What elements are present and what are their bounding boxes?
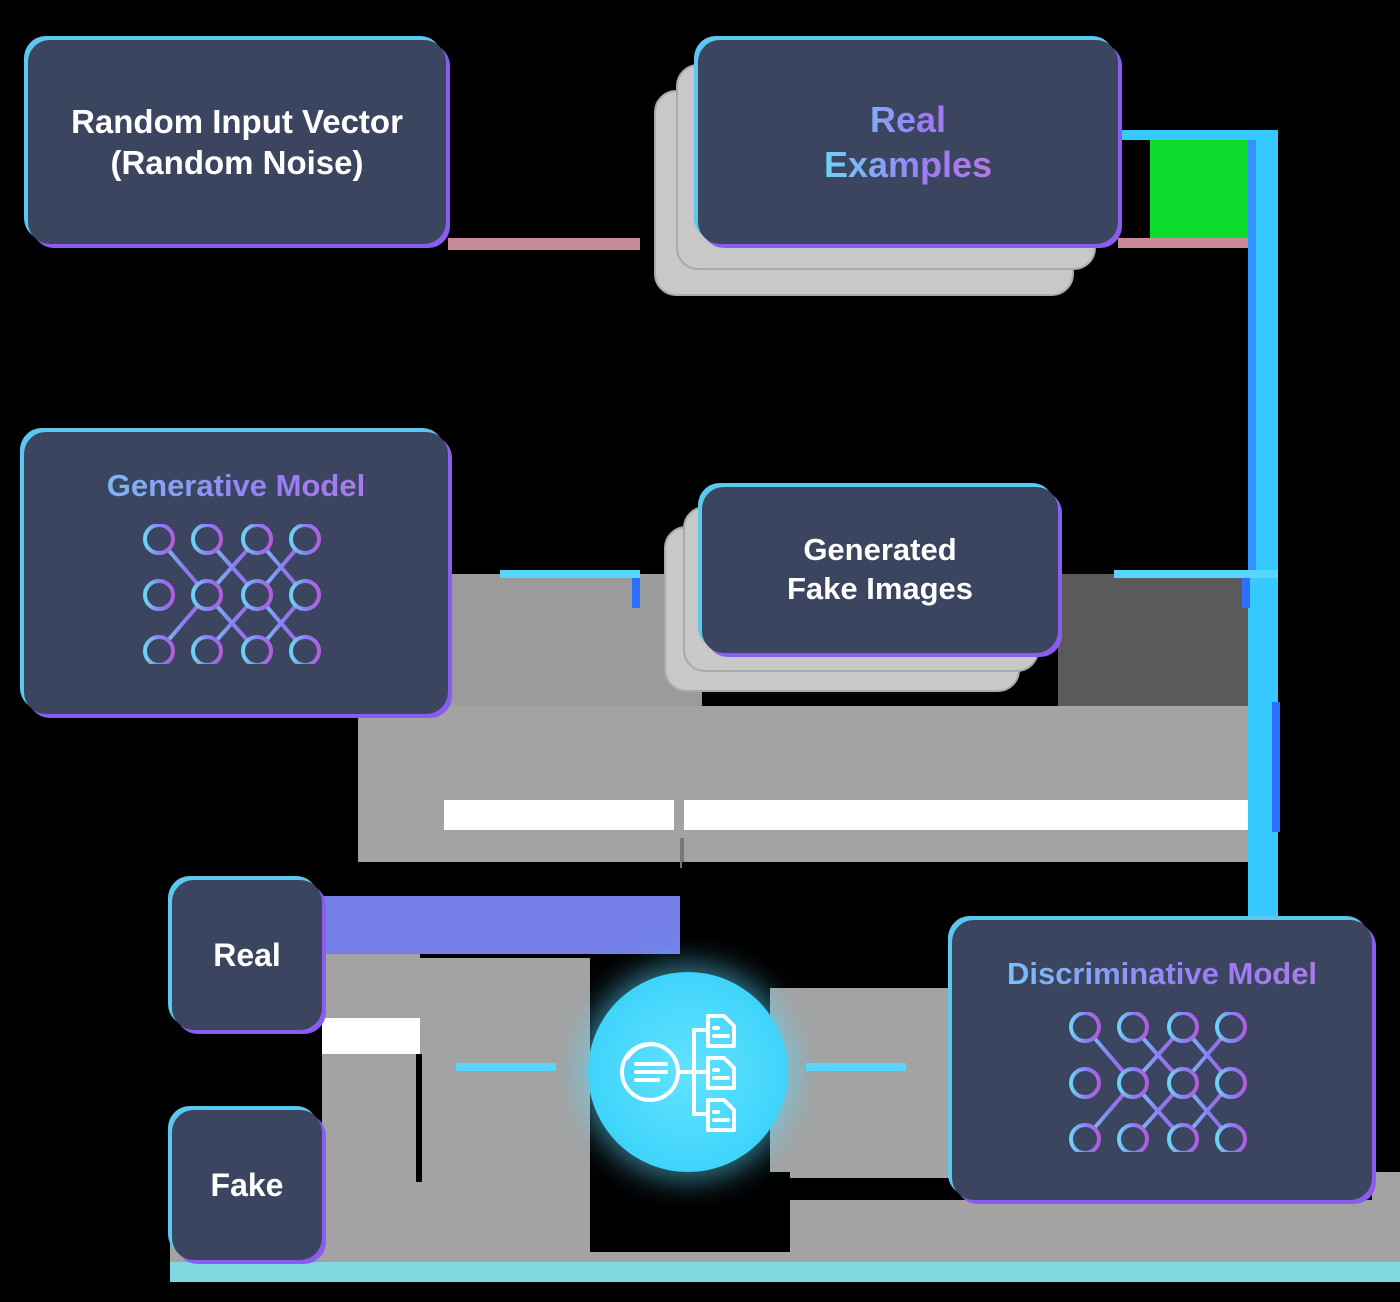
output-panel-divider: [416, 1054, 422, 1182]
neural-network-icon: [1037, 1012, 1287, 1152]
classification-icon: [620, 1014, 736, 1132]
feedback-band-label: [444, 800, 674, 830]
generated-fake-images-label: Generated Fake Images: [786, 532, 974, 606]
real-examples-label: Real Examples: [823, 99, 993, 185]
fake-output-node: Fake: [172, 1110, 322, 1260]
real-examples-node: Real Examples: [698, 40, 1118, 244]
random-input-vector-label: Random Input Vector (Random Noise): [71, 102, 403, 181]
connector-accent-green: [1150, 140, 1248, 244]
connector-right-vertical-shade: [1248, 138, 1256, 578]
bottom-band-dark: [590, 1172, 790, 1252]
connector-feedback-down-bg: [682, 862, 954, 922]
connector-gen-to-images: [500, 570, 640, 578]
output-panel-white: [322, 1018, 420, 1054]
real-output-node: Real: [172, 880, 322, 1030]
connector-band-pink-2: [1118, 238, 1248, 248]
generated-fake-images-node: Generated Fake Images: [702, 487, 1058, 653]
discriminative-model-title: Discriminative Model: [952, 956, 1372, 992]
fake-output-label: Fake: [210, 1167, 284, 1203]
generative-model-node: Generative Model: [24, 432, 448, 714]
feedback-band-label-2: [684, 800, 1248, 830]
connector-feedback-down: [680, 838, 684, 868]
connector-images-to-disc-bg: [1058, 574, 1248, 706]
output-panel-purple: [322, 896, 680, 954]
random-input-vector-node: Random Input Vector (Random Noise): [28, 40, 446, 244]
neural-network-icon: [111, 524, 361, 664]
connector-gen-to-images-tick: [632, 578, 640, 608]
feedback-band-tick: [1272, 702, 1280, 832]
feedback-band: [358, 706, 1248, 862]
discriminative-model-node: Discriminative Model: [952, 920, 1372, 1200]
bottom-band-light: [170, 1262, 1400, 1282]
connector-disc-to-hub: [806, 1063, 906, 1071]
connector-gen-to-images-bg: [450, 574, 702, 714]
generative-model-title: Generative Model: [24, 468, 448, 504]
real-output-label: Real: [213, 937, 281, 973]
bottom-band-right: [1372, 1172, 1400, 1222]
classification-hub: [588, 972, 788, 1172]
connector-images-to-disc-tick: [1242, 578, 1250, 608]
connector-disc-to-hub-bg: [770, 988, 950, 1178]
connector-images-to-disc: [1114, 570, 1278, 578]
connector-band-pink: [448, 238, 640, 250]
connector-hub-to-outputs: [456, 1063, 556, 1071]
connector-real-examples-out: [1118, 130, 1278, 140]
